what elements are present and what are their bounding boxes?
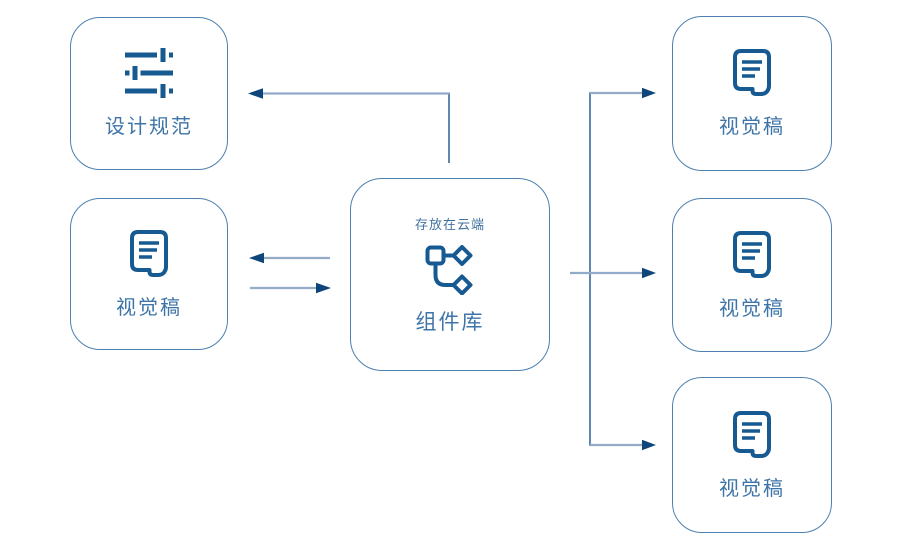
node-design-spec: 设计规范 xyxy=(70,17,228,170)
arrowhead-to-visual-right-3 xyxy=(642,439,656,451)
document-icon xyxy=(733,230,771,278)
arrowhead-to-visual-left xyxy=(249,252,264,264)
node-label: 视觉稿 xyxy=(719,477,785,500)
node-label: 组件库 xyxy=(415,310,485,334)
arrowhead-to-visual-right-1 xyxy=(642,87,656,99)
node-label: 设计规范 xyxy=(105,116,193,138)
arrowhead-to-design xyxy=(248,88,263,99)
arrowhead-to-component xyxy=(316,282,331,294)
node-component-library: 存放在云端 组件库 xyxy=(350,178,550,371)
node-label: 视觉稿 xyxy=(116,296,182,319)
arrowhead-to-visual-right-2 xyxy=(642,267,656,279)
sliders-icon xyxy=(125,48,173,98)
node-label: 视觉稿 xyxy=(719,116,785,138)
node-visual-draft-right-3: 视觉稿 xyxy=(672,377,832,533)
node-label: 视觉稿 xyxy=(719,297,785,320)
node-visual-draft-left: 视觉稿 xyxy=(70,198,228,350)
document-icon xyxy=(733,410,771,458)
document-icon xyxy=(733,49,771,96)
node-visual-draft-right-1: 视觉稿 xyxy=(672,16,832,171)
document-icon xyxy=(130,229,168,277)
node-sublabel: 存放在云端 xyxy=(414,216,485,232)
node-visual-draft-right-2: 视觉稿 xyxy=(672,198,832,352)
git-branch-icon xyxy=(425,244,473,295)
